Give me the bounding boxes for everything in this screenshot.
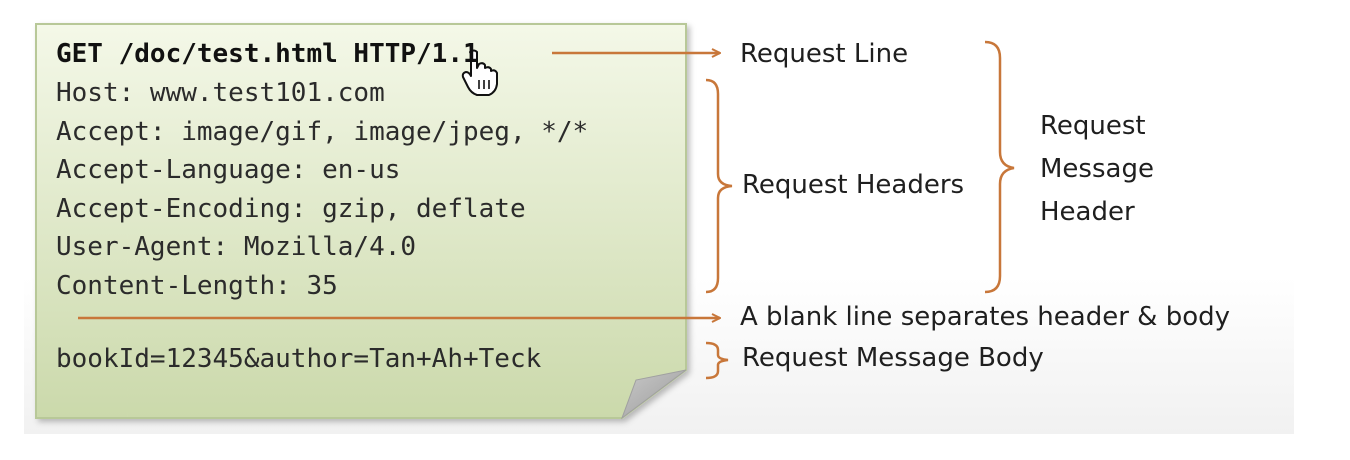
request-line-label: Request Line [740, 39, 909, 69]
header-content-length: Content-Length: 35 [56, 271, 338, 301]
note-folded-corner [620, 369, 687, 420]
request-headers-label: Request Headers [742, 170, 965, 200]
request-headers-brace [705, 78, 733, 294]
request-body-text: bookId=12345&author=Tan+Ah+Teck [56, 344, 542, 374]
hand-pointer-icon [461, 49, 498, 96]
header-user-agent: User-Agent: Mozilla/4.0 [56, 232, 417, 262]
message-body-label: Request Message Body [742, 343, 1044, 373]
message-header-brace [984, 40, 1015, 294]
request-line-text: GET /doc/test.html HTTP/1.1 [56, 39, 479, 69]
message-header-label-line3: Header [1040, 197, 1135, 227]
blank-line-label: A blank line separates header & body [740, 302, 1231, 332]
message-header-label-line1: Request [1040, 111, 1146, 141]
header-accept-encoding: Accept-Encoding: gzip, deflate [56, 194, 526, 224]
message-header-label-line2: Message [1040, 154, 1154, 184]
header-accept-language: Accept-Language: en-us [56, 155, 401, 185]
header-accept: Accept: image/gif, image/jpeg, */* [56, 117, 589, 147]
message-body-brace [705, 341, 729, 380]
header-host: Host: www.test101.com [56, 78, 385, 108]
